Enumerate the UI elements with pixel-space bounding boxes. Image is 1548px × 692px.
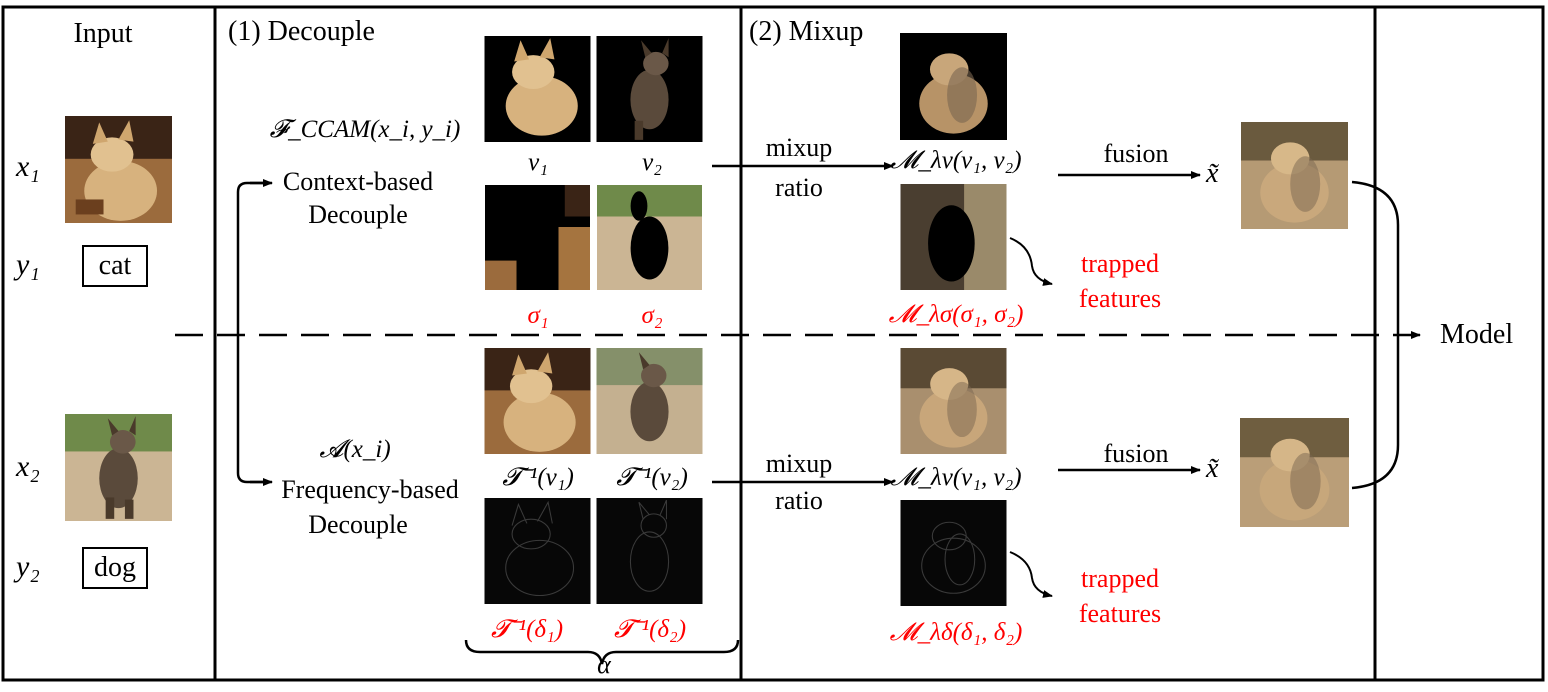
- sigma1-label: σ₁: [527, 302, 549, 329]
- y1-label: y₁: [16, 248, 40, 281]
- tv2-label: 𝓣⁻¹(v₂): [616, 464, 688, 491]
- trapped-arrow-top: [1009, 237, 1053, 286]
- ccam-formula: 𝓕_CCAM(x_i, y_i): [269, 116, 461, 143]
- x1-label: x₁: [16, 150, 40, 183]
- x-tilde-bottom-label: x̃: [1206, 453, 1219, 484]
- mix-v-top-label: 𝓜_λv(v₁, v₂): [890, 147, 1022, 174]
- tv1-label: 𝓣⁻¹(v₁): [502, 464, 574, 491]
- alpha-brace: [464, 639, 740, 665]
- trapped-bottom-line2: features: [1078, 599, 1162, 628]
- decouple-bracket: [236, 181, 270, 484]
- cat-phase-image: [484, 498, 591, 604]
- trapped-arrow-bottom: [1009, 551, 1053, 598]
- y2-label: y₂: [16, 550, 40, 583]
- sigma2-label: σ₂: [641, 302, 663, 329]
- context-label-line2: Decouple: [308, 200, 408, 229]
- cat-foreground-image: [484, 36, 591, 142]
- model-label: Model: [1440, 319, 1514, 350]
- mixup-header: (2) Mixup: [749, 16, 864, 47]
- fused-output-top-image: [1240, 122, 1349, 229]
- cat-background-image: [484, 185, 591, 290]
- mixup-ratio-top-line2: ratio: [775, 173, 823, 202]
- input-header: Input: [73, 18, 133, 49]
- outer-frame: [1, 5, 1545, 682]
- mixup-ratio-bottom-line2: ratio: [775, 486, 823, 515]
- mix-v-bottom-label: 𝓜_λv(v₁, v₂): [890, 464, 1022, 491]
- dog-phase-image: [596, 498, 703, 604]
- x2-label: x₂: [16, 450, 40, 483]
- trapped-top-line1: trapped: [1081, 249, 1159, 278]
- mixup-ratio-top-line1: mixup: [765, 133, 833, 162]
- cat-amplitude-image: [484, 348, 591, 454]
- v2-label: v₂: [642, 149, 662, 176]
- v1-label: v₁: [528, 149, 548, 176]
- td2-label: 𝓣⁻¹(δ₂): [613, 616, 687, 643]
- dog-foreground-image: [596, 36, 703, 142]
- alpha-label: α: [597, 650, 611, 679]
- frequency-label-line1: Frequency-based: [281, 475, 459, 504]
- mix-delta-label: 𝓜_λδ(δ₁, δ₂): [889, 619, 1023, 646]
- fused-output-bottom-image: [1240, 418, 1349, 527]
- cat-input-image: [65, 116, 172, 223]
- x-tilde-top-label: x̃: [1206, 158, 1219, 189]
- fusion-top-label: fusion: [1103, 139, 1169, 168]
- dog-input-image: [65, 414, 172, 521]
- output-brace: [1351, 180, 1400, 490]
- decouple-header: (1) Decouple: [228, 16, 375, 47]
- amplitude-formula: 𝓐(x_i): [319, 436, 391, 463]
- dog-background-image: [596, 185, 703, 290]
- cat-label-box: cat: [82, 245, 148, 287]
- trapped-top-line2: features: [1078, 284, 1162, 313]
- dog-label-box: dog: [82, 547, 148, 589]
- mixed-foreground-image: [900, 33, 1007, 140]
- mixed-amplitude-image: [900, 348, 1007, 454]
- mix-sigma-label: 𝓜_λσ(σ₁, σ₂): [888, 301, 1024, 328]
- trapped-bottom-line1: trapped: [1081, 564, 1159, 593]
- mixed-phase-image: [900, 500, 1007, 606]
- fusion-bottom-label: fusion: [1103, 439, 1169, 468]
- mixed-background-image: [900, 184, 1007, 290]
- td1-label: 𝓣⁻¹(δ₁): [490, 616, 564, 643]
- mixup-ratio-bottom-line1: mixup: [765, 449, 833, 478]
- dog-amplitude-image: [596, 348, 703, 454]
- frequency-label-line2: Decouple: [308, 510, 408, 539]
- context-label-line1: Context-based: [282, 167, 434, 196]
